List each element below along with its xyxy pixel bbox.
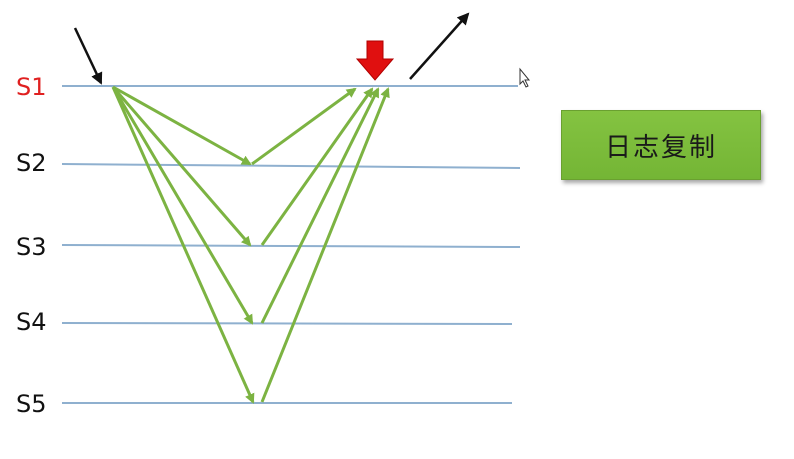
response-arrow-s3 xyxy=(260,87,374,246)
append-entries-arrow-s3 xyxy=(111,86,252,247)
mouse-cursor-icon xyxy=(519,67,531,88)
log-replication-label-box: 日志复制 xyxy=(561,110,761,180)
server-label-s4: S4 xyxy=(16,308,47,336)
server-label-s2: S2 xyxy=(16,149,47,177)
server-label-s3: S3 xyxy=(16,233,47,261)
arrow-down-right-icon xyxy=(73,27,103,85)
response-arrow-s4 xyxy=(260,87,380,324)
server-label-s1: S1 xyxy=(16,73,47,101)
server-label-s5: S5 xyxy=(16,390,47,418)
append-entries-arrow-s2 xyxy=(112,85,252,166)
red-down-arrow-icon xyxy=(355,40,395,81)
timeline-s4 xyxy=(61,322,513,325)
timeline-s3 xyxy=(61,244,521,248)
append-entries-arrow-s5 xyxy=(111,86,255,404)
append-entries-arrow-s4 xyxy=(111,86,254,325)
response-arrow-s2 xyxy=(251,87,357,166)
timeline-s2 xyxy=(61,163,521,169)
log-replication-label: 日志复制 xyxy=(604,132,717,163)
response-arrow-s5 xyxy=(260,87,390,403)
arrow-up-right-icon xyxy=(409,12,470,80)
